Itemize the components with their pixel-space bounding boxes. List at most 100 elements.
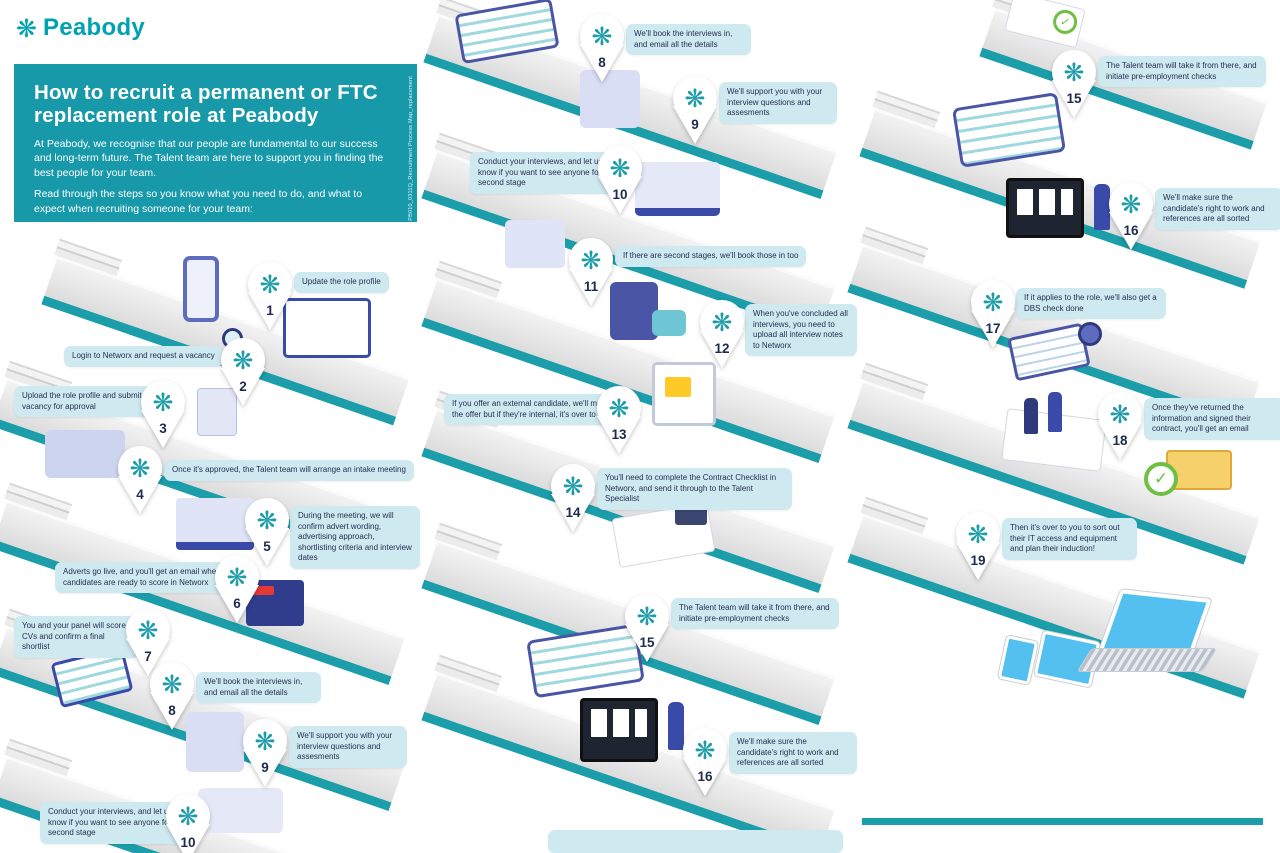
step-label: During the meeting, we will confirm adve… xyxy=(290,506,420,569)
pin-head: ❋ xyxy=(598,146,642,190)
page-title: How to recruit a permanent or FTC replac… xyxy=(34,81,378,127)
folder-icon xyxy=(665,377,691,397)
step-label: When you've concluded all interviews, yo… xyxy=(745,304,857,357)
peabody-flower-icon: ❋ xyxy=(129,453,151,483)
step-label: We'll support you with your interview qu… xyxy=(289,726,407,768)
cv-card xyxy=(1017,189,1033,215)
step-label: The Talent team will take it from there,… xyxy=(1098,56,1266,88)
candidate-person-illustration xyxy=(1094,184,1110,230)
cv-card xyxy=(591,709,607,737)
step-pin: ❋ 1 xyxy=(248,262,292,334)
pin-head: ❋ xyxy=(150,662,194,706)
sofa xyxy=(652,310,686,336)
pin-head: ❋ xyxy=(243,719,287,763)
step-label: Update the role profile xyxy=(294,272,389,293)
step-label: If it applies to the role, we'll also ge… xyxy=(1016,288,1166,320)
cut-off-bubble xyxy=(548,830,843,853)
pin-head: ❋ xyxy=(700,300,744,344)
step-number: 17 xyxy=(985,321,1001,336)
step-number: 8 xyxy=(168,703,176,718)
step-label: Once it's approved, the Talent team will… xyxy=(164,460,414,481)
step-label: We'll make sure the candidate's right to… xyxy=(1155,188,1280,230)
peabody-flower-icon: ❋ xyxy=(982,287,1004,317)
team-laptop-illustration xyxy=(45,430,125,478)
step-pin: ❋ 11 xyxy=(569,238,613,310)
cv-monitor-illustration xyxy=(580,698,658,762)
step-pin: ❋ 15 xyxy=(1052,50,1096,122)
step-label: We'll make sure the candidate's right to… xyxy=(729,732,857,774)
step-label: Then it's over to you to sort out their … xyxy=(1002,518,1137,560)
peabody-flower-icon: ❋ xyxy=(152,387,174,417)
step-pin: ❋ 2 xyxy=(221,338,265,410)
peabody-flower-icon: ❋ xyxy=(1120,189,1142,219)
step-number: 13 xyxy=(611,427,627,442)
folder-monitor-illustration xyxy=(652,362,716,426)
step-label: Conduct your interviews, and let us know… xyxy=(40,802,190,844)
pin-head: ❋ xyxy=(118,446,162,490)
peabody-flower-icon: ❋ xyxy=(137,615,159,645)
phone-screen xyxy=(187,260,215,318)
step-label: You and your panel will score CVs and co… xyxy=(14,616,139,658)
interview-desk-illustration xyxy=(635,162,720,216)
cv-card xyxy=(613,709,629,737)
step-label: You'll need to complete the Contract Che… xyxy=(597,468,792,510)
peabody-flower-icon: ❋ xyxy=(562,471,584,501)
cv-monitor-illustration xyxy=(1006,178,1084,238)
step-number: 2 xyxy=(239,379,247,394)
resume-tag xyxy=(252,586,274,595)
peabody-flower-icon: ❋ xyxy=(259,269,281,299)
step-number: 15 xyxy=(639,635,655,650)
candidate-person-illustration xyxy=(668,702,684,750)
step-label: Once they've returned the information an… xyxy=(1144,398,1280,440)
peabody-flower-icon: ❋ xyxy=(232,345,254,375)
step-number: 4 xyxy=(136,487,144,502)
pin-head: ❋ xyxy=(683,728,727,772)
peabody-flower-icon: ❋ xyxy=(1109,399,1131,429)
peabody-flower-icon: ❋ xyxy=(1063,57,1085,87)
step-number: 3 xyxy=(159,421,167,436)
step-pin: ❋ 12 xyxy=(700,300,744,372)
panel-interview-illustration xyxy=(198,788,283,833)
sofa-phone-illustration xyxy=(610,282,686,340)
phone-call-desk-illustration xyxy=(505,220,565,268)
pin-head: ❋ xyxy=(1098,392,1142,436)
step-label: We'll support you with your interview qu… xyxy=(719,82,837,124)
step-pin: ❋ 8 xyxy=(150,662,194,734)
green-check-icon: ✓ xyxy=(1050,7,1080,37)
peabody-flower-icon: ❋ xyxy=(711,307,733,337)
step-pin: ❋ 9 xyxy=(673,76,717,148)
peabody-flower-icon: ❋ xyxy=(684,83,706,113)
step-number: 6 xyxy=(233,596,241,611)
step-number: 1 xyxy=(266,303,274,318)
panel-left: ❋ 1 Update the role profile Login to Net… xyxy=(0,0,427,853)
footer-divider xyxy=(862,818,1263,825)
pin-head: ❋ xyxy=(625,594,669,638)
step-number: 18 xyxy=(1112,433,1128,448)
step-label: We'll book the interviews in, and email … xyxy=(196,672,321,704)
peabody-flower-icon: ❋ xyxy=(177,801,199,831)
peabody-flower-icon: ❋ xyxy=(254,726,276,756)
pin-head: ❋ xyxy=(141,380,185,424)
step-pin: ❋ 10 xyxy=(598,146,642,218)
peabody-logo: ❋ Peabody xyxy=(16,14,145,42)
panel-right: ✓ ✓ ❋ 15 The Talent team will take it fr… xyxy=(847,0,1280,853)
step-number: 16 xyxy=(1123,223,1139,238)
pin-head: ❋ xyxy=(126,608,170,652)
step-pin: ❋ 8 xyxy=(580,14,624,86)
step-label: Adverts go live, and you'll get an email… xyxy=(55,562,237,594)
pin-head: ❋ xyxy=(580,14,624,58)
cv-card xyxy=(1039,189,1055,215)
pin-head: ❋ xyxy=(551,464,595,508)
pin-head: ❋ xyxy=(166,794,210,838)
cv-card xyxy=(635,709,647,737)
step-pin: ❋ 3 xyxy=(141,380,185,452)
panel-middle: ❋ 8 We'll book the interviews in, and em… xyxy=(421,0,857,853)
magnifier-icon xyxy=(1078,322,1102,346)
step-number: 10 xyxy=(612,187,628,202)
step-pin: ❋ 18 xyxy=(1098,392,1142,464)
step-number: 9 xyxy=(261,760,269,775)
pin-head: ❋ xyxy=(673,76,717,120)
step-pin: ❋ 6 xyxy=(215,555,259,627)
phone-device-illustration xyxy=(997,635,1039,685)
peabody-flower-icon: ❋ xyxy=(16,13,37,43)
